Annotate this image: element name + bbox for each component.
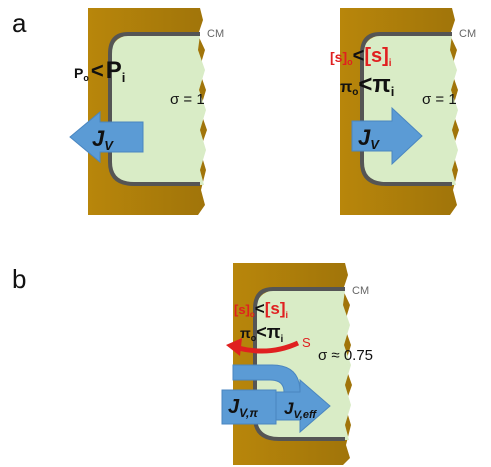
sigma-value: σ = 1 — [422, 91, 457, 108]
cell-interior — [110, 35, 206, 185]
cell-membrane — [360, 32, 452, 186]
solute-inequality: [s]o<[s]i — [330, 45, 392, 69]
cell-diagram-a-left: CM Po<Pi σ = 1 JV — [69, 8, 224, 215]
membrane-label: CM — [459, 28, 476, 40]
panel-label-b: b — [12, 264, 26, 294]
flux-effective-label: JV,eff — [284, 399, 317, 421]
membrane-label: CM — [352, 285, 369, 297]
flux-arrow-left — [69, 110, 144, 164]
solute-inequality: [s]o<[s]i — [234, 299, 288, 320]
cell-membrane — [108, 32, 200, 186]
solute-leak-arrowhead — [226, 338, 242, 356]
cell-membrane — [253, 287, 345, 441]
osmotic-inequality: πo<πi — [340, 71, 394, 99]
panel-label-a: a — [12, 8, 27, 38]
solute-label: S — [302, 335, 311, 350]
flux-label: JV — [358, 125, 380, 152]
flux-osmotic-label: JV,π — [228, 396, 258, 420]
flux-left-block — [221, 389, 277, 425]
membrane-label: CM — [207, 28, 224, 40]
solute-leak-arrow — [237, 340, 300, 354]
pressure-inequality: Po<Pi — [74, 57, 125, 85]
sigma-value: σ = 1 — [170, 91, 205, 108]
flux-arrow-right — [351, 106, 423, 166]
sigma-value: σ ≈ 0.75 — [318, 347, 373, 364]
osmotic-inequality: πo<πi — [240, 322, 284, 345]
flux-label: JV — [92, 126, 114, 153]
cell-diagram-b: CM [s]o<[s]i πo<πi S σ ≈ 0.75 JV,π JV,ef… — [221, 263, 373, 465]
cell-diagram-a-right: CM [s]o<[s]i πo<πi σ = 1 JV — [330, 8, 476, 215]
